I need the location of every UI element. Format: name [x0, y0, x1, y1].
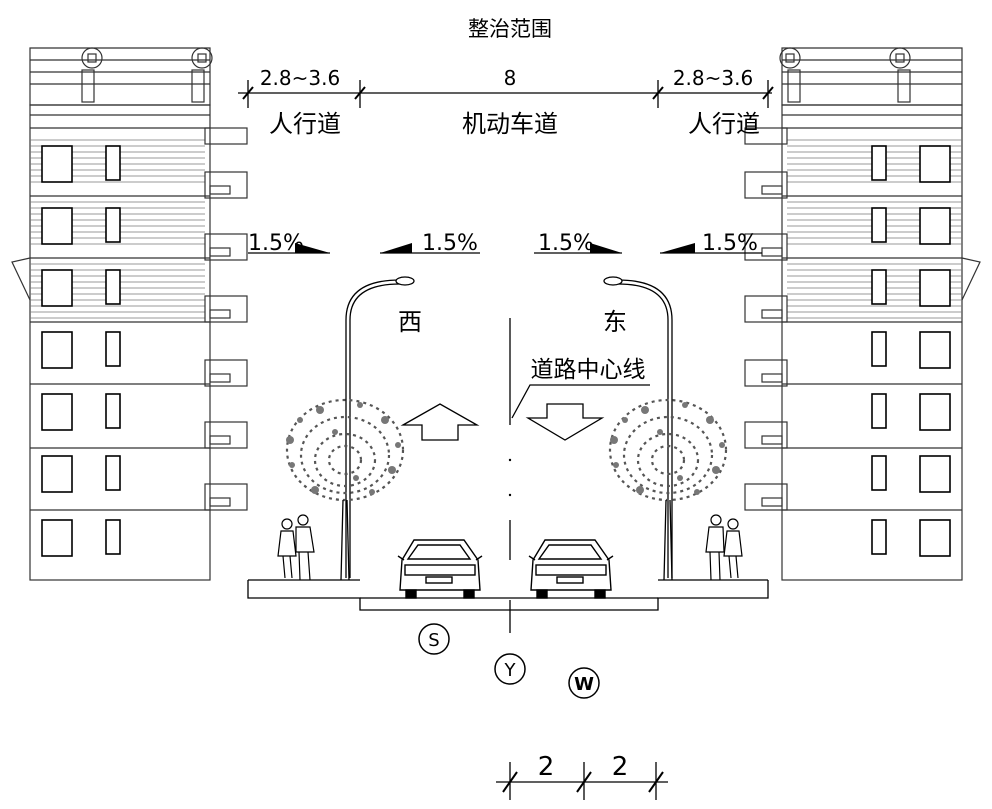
slope-marker-1: 1.5% — [248, 231, 330, 256]
pipe-spacing-dimension — [496, 762, 668, 800]
svg-text:1.5%: 1.5% — [248, 231, 304, 256]
slope-marker-4: 1.5% — [660, 231, 762, 256]
left-tree — [285, 398, 405, 581]
svg-text:1.5%: 1.5% — [538, 231, 594, 256]
left-street-lamp — [345, 276, 415, 578]
left-sidewalk-label: 人行道 — [269, 110, 341, 138]
left-pedestrians — [277, 514, 315, 581]
left-car — [397, 539, 483, 599]
dimension-line — [238, 80, 774, 108]
pipe-marker-w: W — [568, 667, 600, 699]
slope-marker-2: 1.5% — [380, 231, 480, 256]
carriageway-label: 机动车道 — [462, 110, 558, 138]
road-surface-profile — [247, 579, 769, 611]
slope-marker-3: 1.5% — [534, 231, 622, 256]
left-building — [11, 47, 248, 581]
east-label: 东 — [603, 308, 627, 336]
west-label: 西 — [398, 308, 422, 336]
right-sidewalk-width: 2.8~3.6 — [673, 66, 753, 90]
svg-text:1.5%: 1.5% — [702, 231, 758, 256]
right-building — [744, 47, 981, 581]
pipe-spacing-2: 2 — [612, 752, 629, 782]
svg-text:Y: Y — [504, 660, 517, 681]
right-tree — [608, 398, 728, 581]
svg-text:S: S — [428, 630, 439, 651]
svg-text:1.5%: 1.5% — [422, 231, 478, 256]
northbound-arrow — [400, 403, 480, 441]
right-street-lamp — [603, 276, 673, 578]
pipe-marker-y: Y — [494, 653, 526, 685]
carriageway-width: 8 — [504, 66, 517, 90]
road-centerline — [508, 318, 650, 633]
right-sidewalk-label: 人行道 — [688, 110, 760, 138]
left-sidewalk-width: 2.8~3.6 — [260, 66, 340, 90]
title-label: 整治范围 — [468, 17, 552, 41]
pipe-spacing-1: 2 — [538, 752, 555, 782]
southbound-arrow — [525, 403, 605, 441]
right-pedestrians — [705, 514, 743, 581]
pipe-marker-s: S — [418, 623, 450, 655]
centerline-label: 道路中心线 — [531, 357, 646, 383]
svg-text:W: W — [574, 674, 594, 695]
right-car — [528, 539, 614, 599]
